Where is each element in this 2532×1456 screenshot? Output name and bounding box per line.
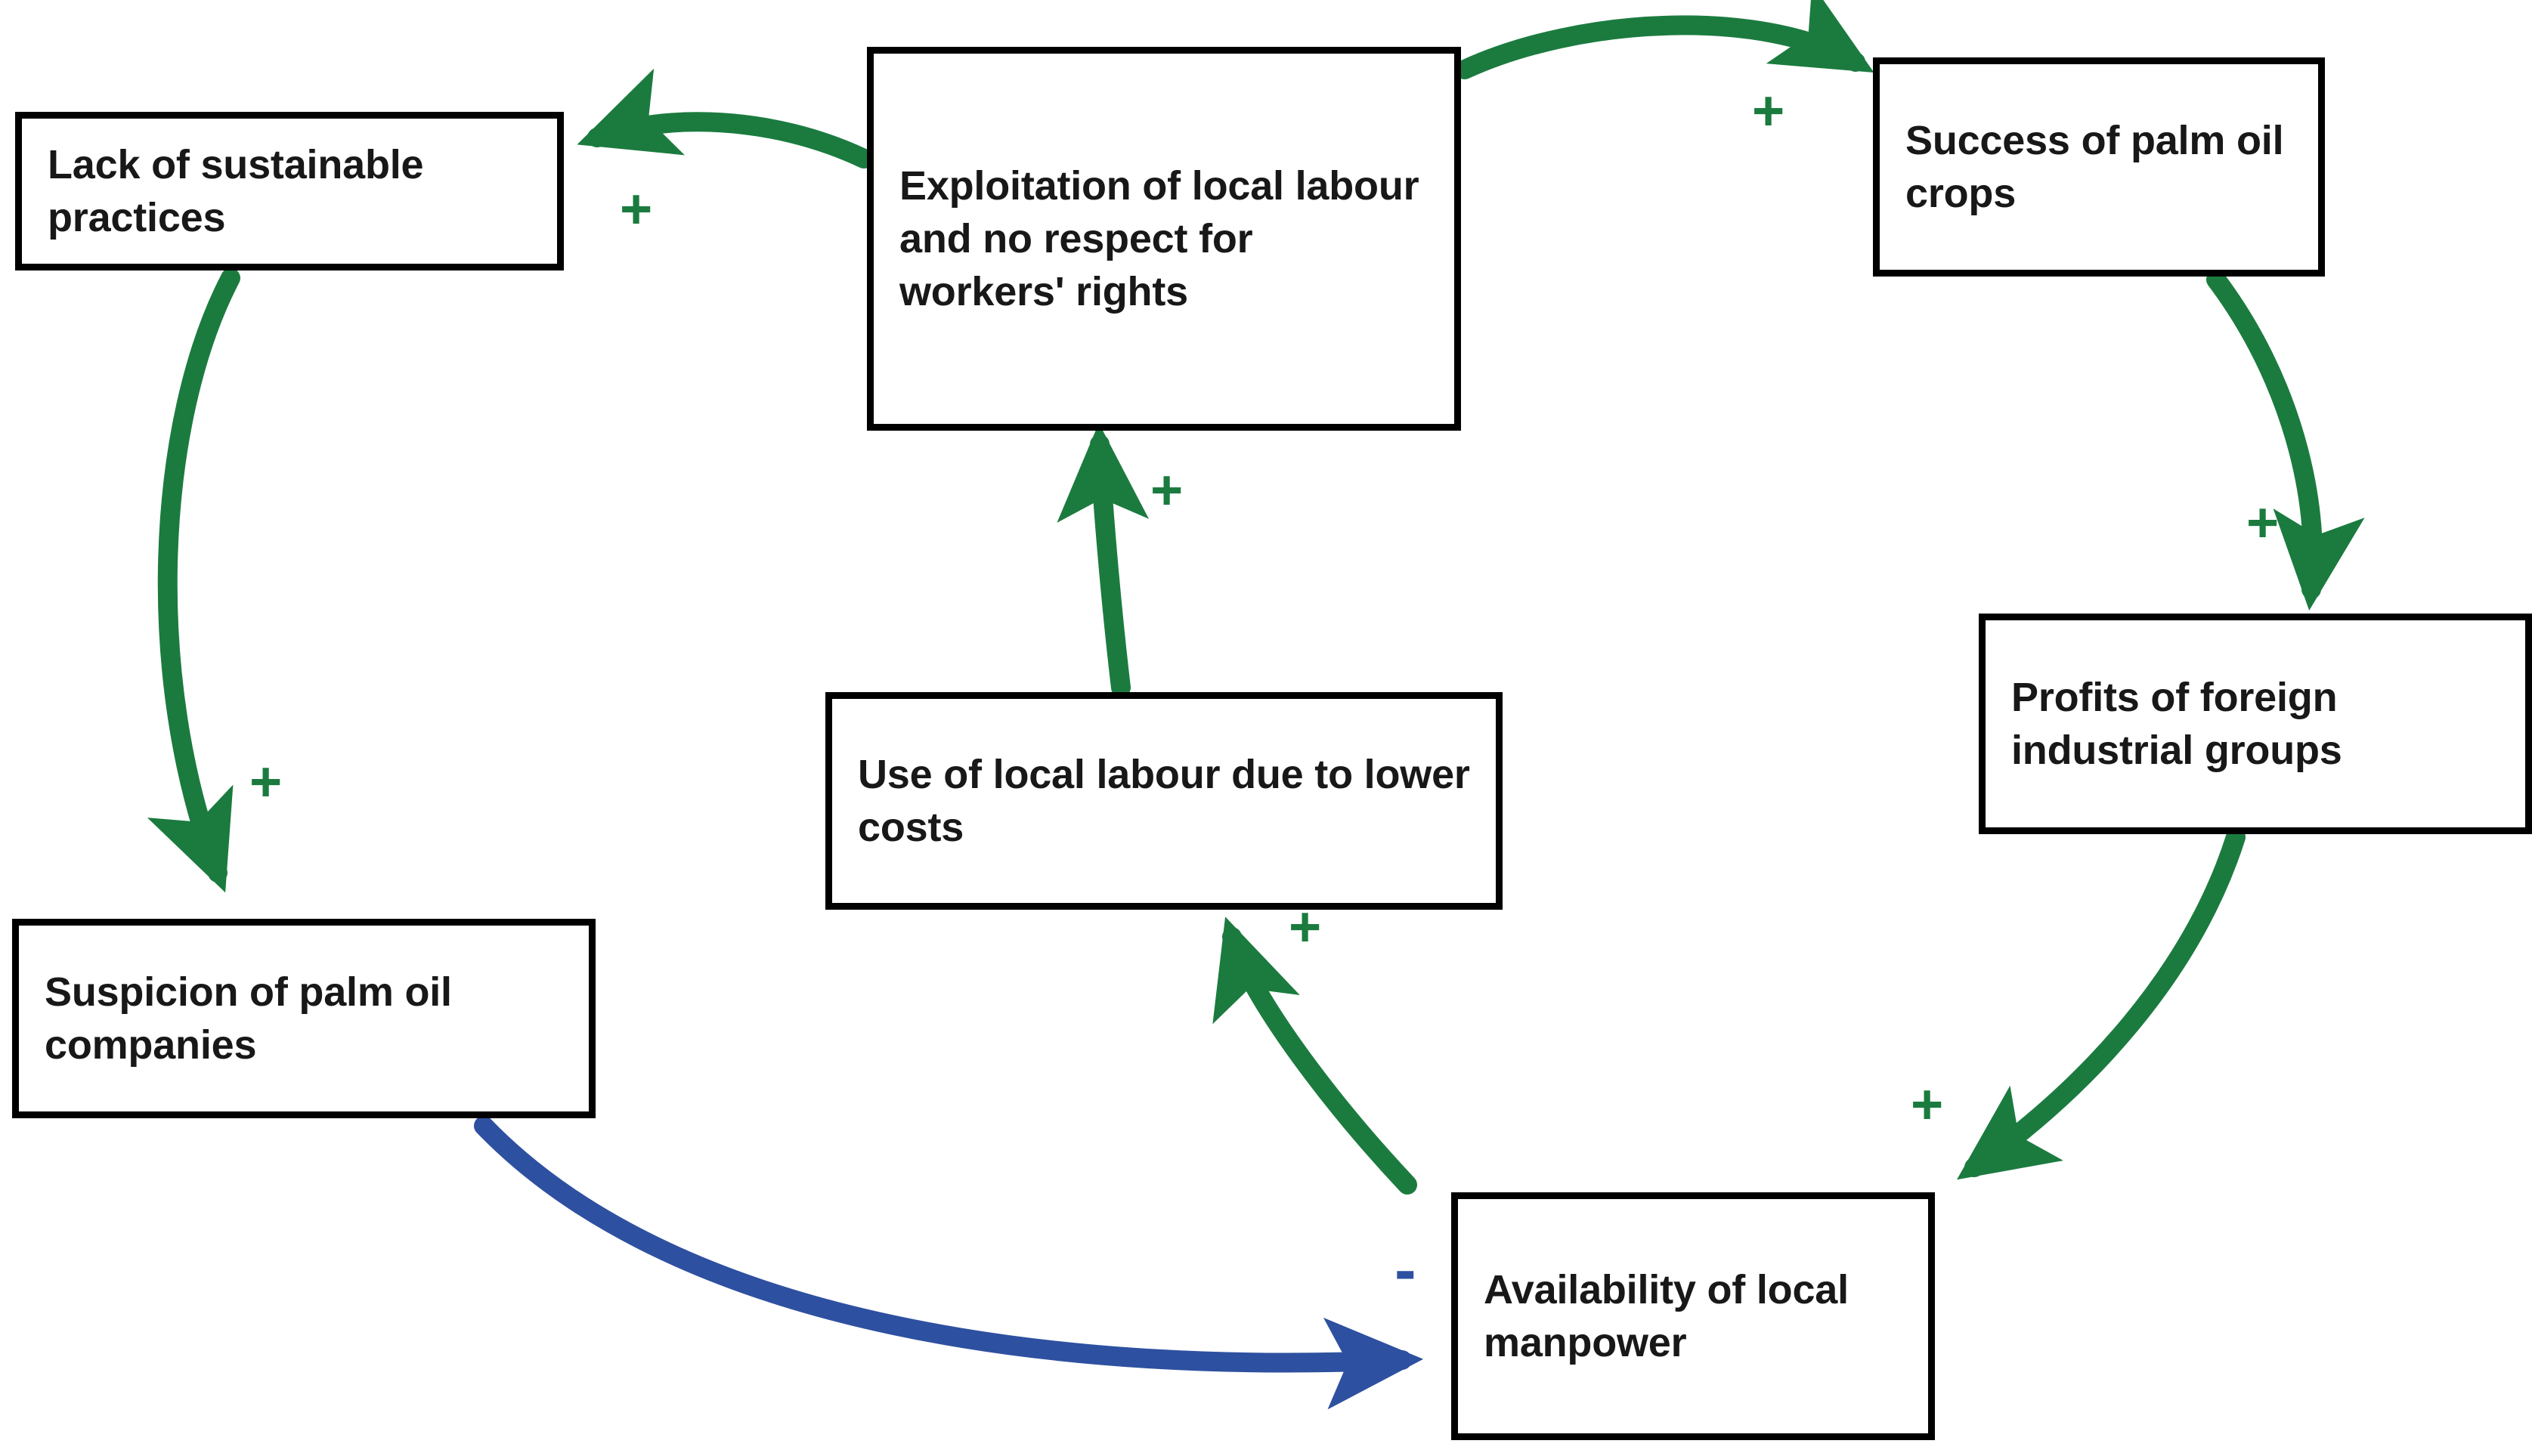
polarity-label-use-of-local-labour-to-exploitation: + [1150, 459, 1184, 521]
link-lack-to-suspicion [147, 268, 240, 893]
node-label: Lack of sustainable practices [48, 141, 424, 240]
link-profits-to-availability [1957, 827, 2246, 1180]
link-availability-to-use-of-local-labour [1212, 917, 1417, 1195]
node-label: Suspicion of palm oil companies [45, 969, 452, 1068]
node-suspicion-of-palm-oil-companies[interactable]: Suspicion of palm oil companies [12, 919, 596, 1118]
link-exploitation-to-lack-of-sustainable-practices [577, 68, 874, 168]
node-exploitation-of-local-labour[interactable]: Exploitation of local labour and no resp… [867, 47, 1461, 431]
node-lack-of-sustainable-practices[interactable]: Lack of sustainable practices [15, 112, 564, 270]
polarity-label-exploitation-to-success: + [1752, 79, 1785, 142]
polarity-label-success-to-profits: + [2246, 491, 2280, 554]
node-use-of-local-labour-due-to-lower-costs[interactable]: Use of local labour due to lower costs [825, 692, 1503, 910]
node-profits-of-foreign-industrial-groups[interactable]: Profits of foreign industrial groups [1979, 614, 2532, 834]
polarity-label-suspicion-to-availability: - [1394, 1234, 1416, 1306]
polarity-label-profits-to-availability: + [1911, 1073, 1944, 1136]
link-use-of-local-labour-to-exploitation [1057, 422, 1150, 697]
node-label: Exploitation of local labour and no resp… [899, 162, 1419, 315]
node-label: Availability of local manpower [1484, 1266, 1849, 1365]
node-label: Use of local labour due to lower costs [858, 751, 1470, 850]
link-exploitation-to-success [1455, 0, 1874, 79]
polarity-label-availability-to-use-of-local-labour: + [1289, 895, 1322, 958]
node-label: Profits of foreign industrial groups [2011, 674, 2342, 773]
node-label: Success of palm oil crops [1905, 117, 2284, 216]
node-availability-of-local-manpower[interactable]: Availability of local manpower [1451, 1192, 1935, 1440]
node-success-of-palm-oil-crops[interactable]: Success of palm oil crops [1873, 57, 2325, 277]
link-suspicion-to-availability [474, 1116, 1424, 1410]
polarity-label-exploitation-to-lack-of-sustainable-practices: + [620, 178, 653, 240]
polarity-label-lack-to-suspicion: + [249, 750, 283, 813]
